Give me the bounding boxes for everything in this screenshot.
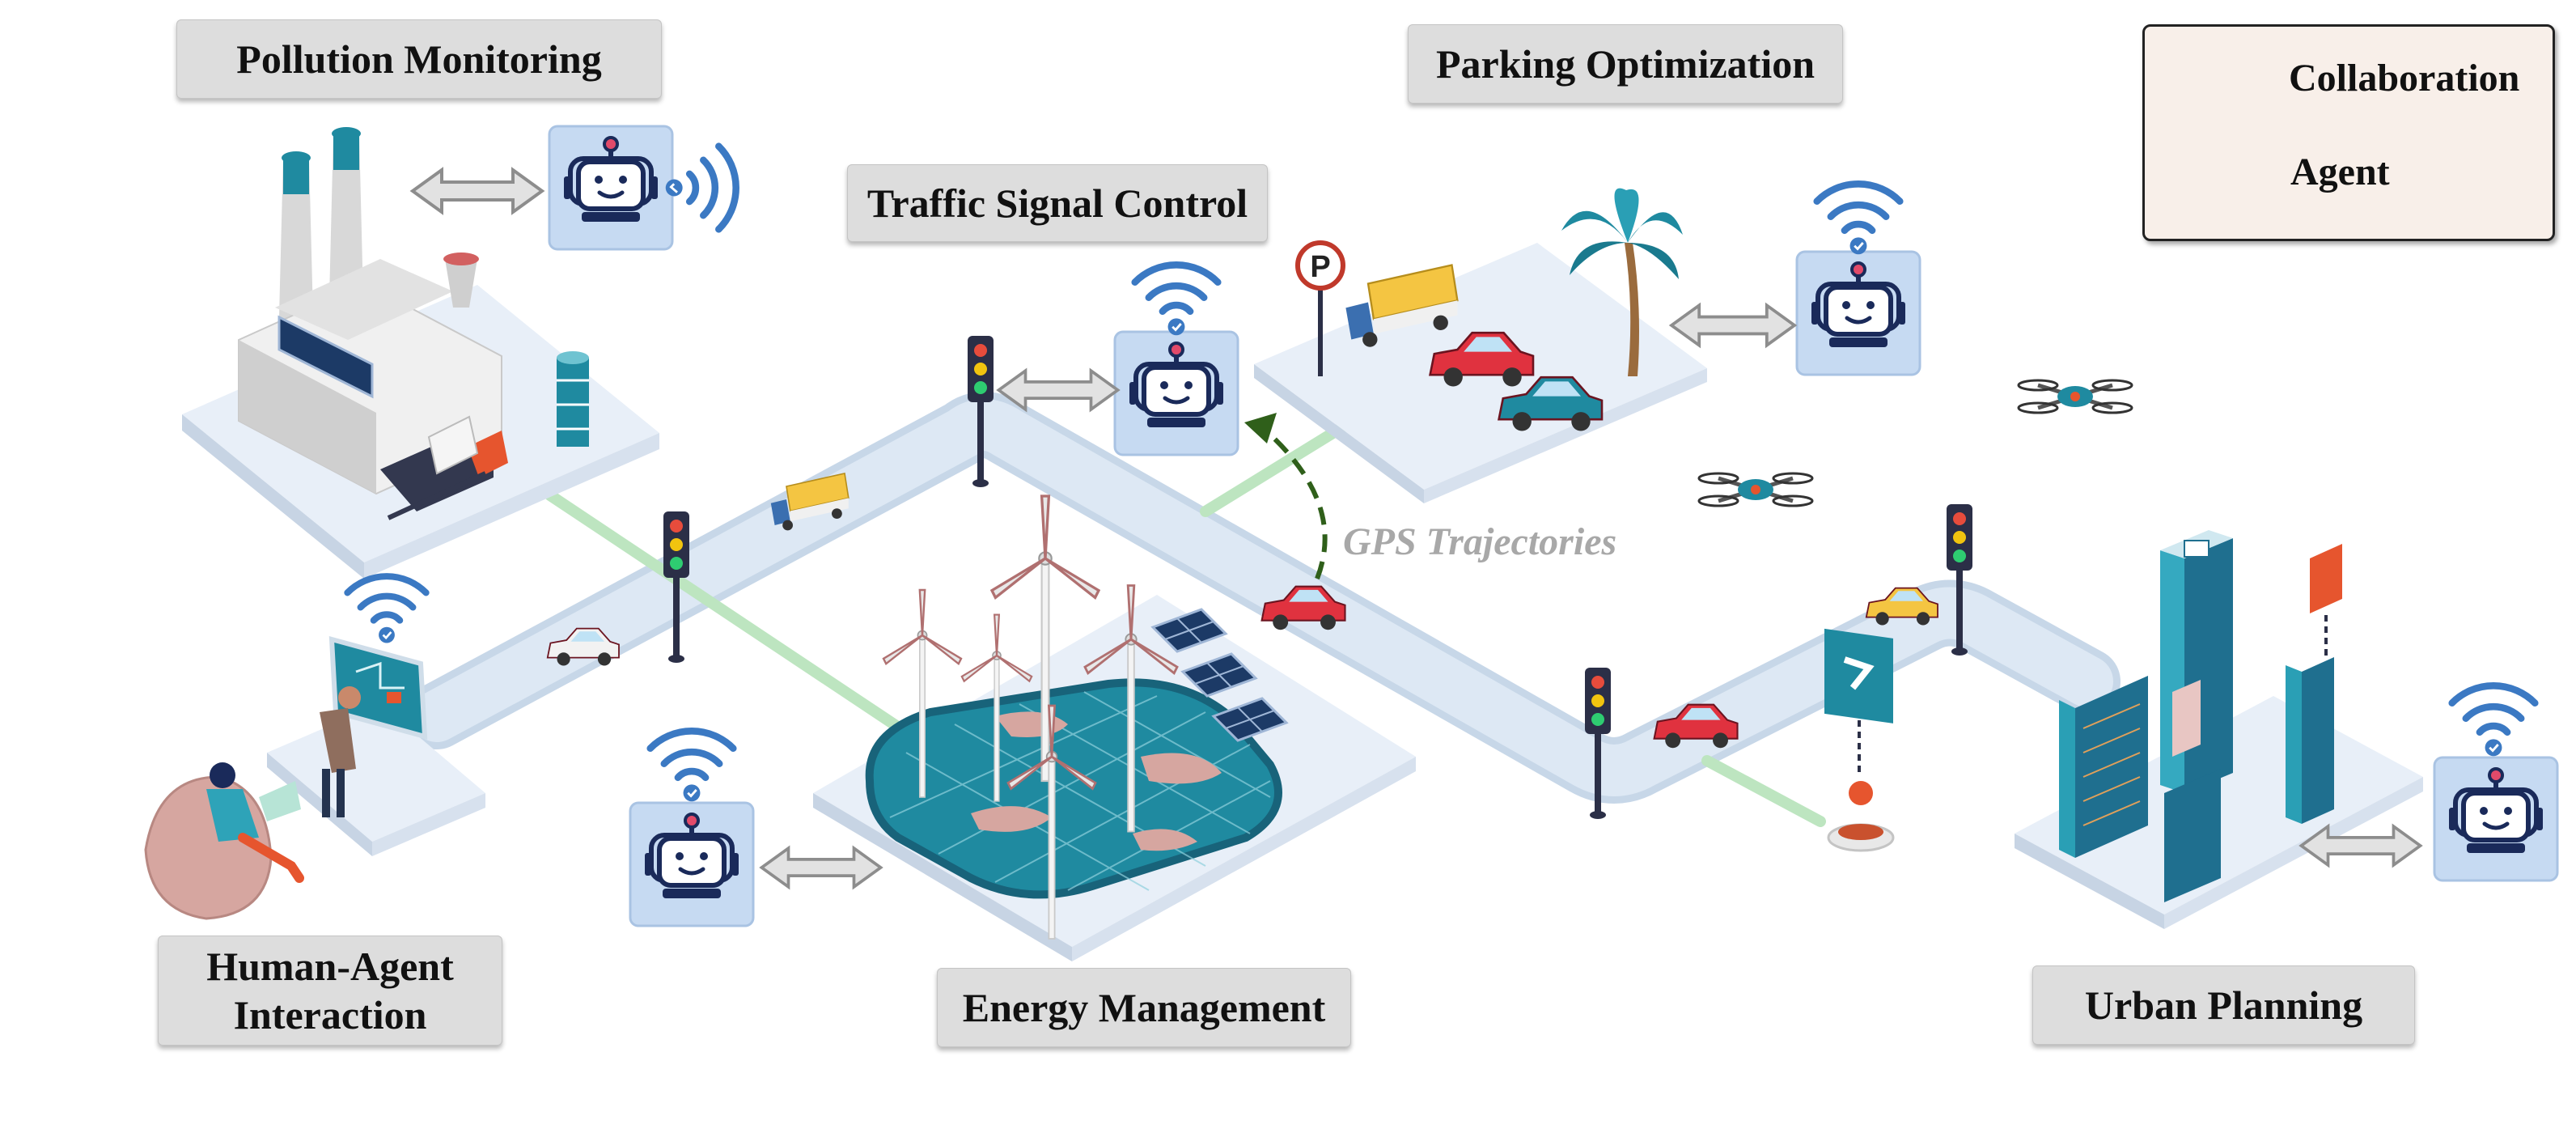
- label-human-agent-interaction: Human-Agent Interaction: [158, 936, 502, 1046]
- double-arrow-icon: [2299, 825, 2422, 867]
- collab-signal-human: [347, 576, 426, 643]
- collab-signal-pollution: [666, 146, 736, 230]
- label-traffic-signal-control: Traffic Signal Control: [847, 164, 1268, 242]
- robot-icon: [630, 803, 753, 926]
- gps-trajectories-label: GPS Trajectories: [1343, 520, 1617, 563]
- robot-icon: [549, 126, 672, 249]
- gps-trajectory-arrow: [1244, 413, 1328, 580]
- legend-collaboration-label: Collaboration: [2289, 57, 2520, 100]
- agent-parking: [1797, 252, 1920, 375]
- robot-icon: [2434, 757, 2557, 881]
- palm-tree: [1561, 188, 1683, 376]
- label-urban-planning: Urban Planning: [2032, 965, 2415, 1045]
- label-traffic-signal-control-text: Traffic Signal Control: [866, 180, 1248, 226]
- human-agent-scene: [144, 636, 428, 920]
- factory: [238, 127, 589, 520]
- exchange-arrow-parking: [1670, 303, 1796, 347]
- collab-signal-energy: [650, 731, 734, 801]
- label-pollution-monitoring-text: Pollution Monitoring: [236, 36, 602, 82]
- drones: [1699, 380, 2132, 506]
- label-parking-optimization: Parking Optimization: [1408, 24, 1843, 104]
- agent-pollution: [549, 126, 672, 249]
- label-human-agent-line2: Interaction: [233, 992, 427, 1038]
- collab-signal-parking: [1817, 184, 1900, 254]
- double-arrow-icon: [760, 847, 883, 889]
- wifi-signal-icon: [347, 576, 426, 643]
- wifi-signal-icon: [650, 731, 734, 801]
- agent-energy: [630, 803, 753, 926]
- legend-box: Collaboration Agent: [2142, 24, 2555, 241]
- agent-urban: [2434, 757, 2557, 881]
- urban-buildings: [2059, 530, 2342, 902]
- label-urban-planning-text: Urban Planning: [2084, 982, 2363, 1028]
- collab-signal-urban: [2452, 685, 2536, 756]
- label-energy-management-text: Energy Management: [962, 985, 1326, 1030]
- legend-agent-label: Agent: [2290, 151, 2390, 193]
- robot-icon: [1115, 332, 1238, 455]
- exchange-arrow-energy: [760, 847, 883, 889]
- agent-traffic: [1115, 332, 1238, 455]
- wifi-signal-icon: [1135, 265, 1218, 335]
- exchange-arrow-pollution: [411, 168, 544, 214]
- human-platform: [267, 704, 485, 856]
- double-arrow-icon: [997, 369, 1120, 411]
- double-arrow-icon: [1670, 303, 1796, 347]
- robot-icon: [1797, 252, 1920, 375]
- label-parking-optimization-text: Parking Optimization: [1435, 41, 1815, 87]
- parking-sign-letter: P: [1310, 250, 1330, 284]
- collab-signal-traffic: [1135, 265, 1218, 335]
- label-human-agent-line1: Human-Agent: [206, 944, 454, 989]
- city-info-sign: [1824, 628, 1895, 852]
- label-energy-management: Energy Management: [937, 968, 1351, 1047]
- road-network: [404, 392, 2121, 804]
- wifi-signal-icon: [2452, 685, 2536, 756]
- double-arrow-icon: [411, 168, 544, 214]
- parking-sign: P: [1295, 240, 1345, 376]
- wifi-signal-icon: [666, 146, 736, 230]
- exchange-arrow-urban: [2299, 825, 2422, 867]
- exchange-arrow-traffic: [997, 369, 1120, 411]
- label-pollution-monitoring: Pollution Monitoring: [176, 19, 662, 99]
- wifi-signal-icon: [1817, 184, 1900, 254]
